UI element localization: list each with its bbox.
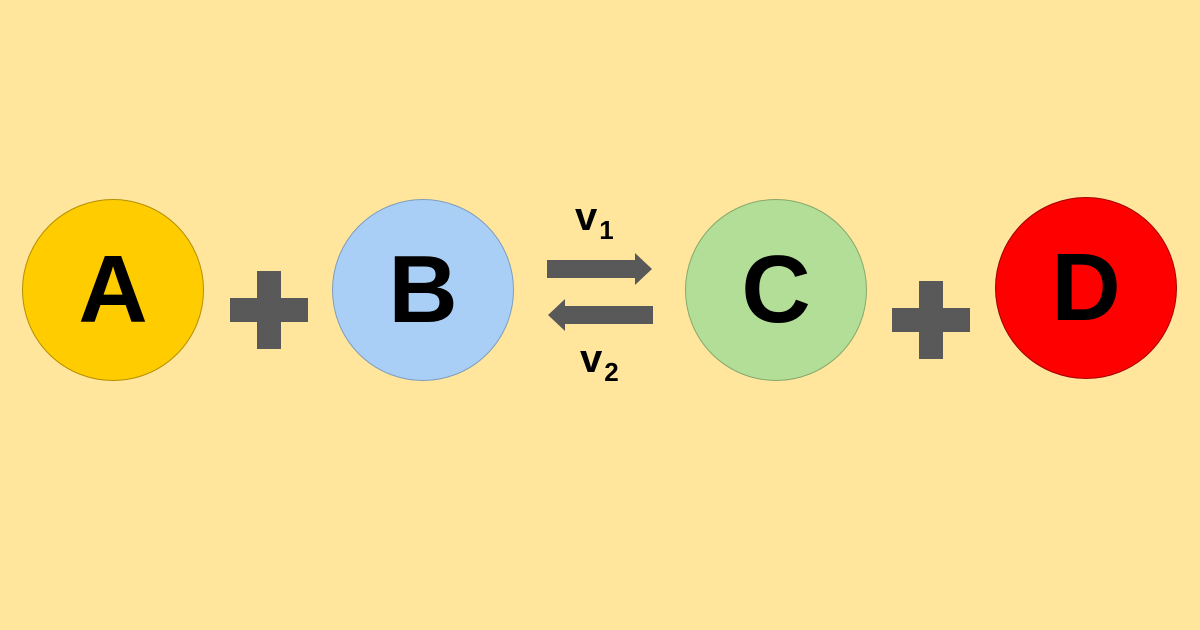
reverse-arrow [548, 299, 653, 331]
forward-rate-label: v1 [575, 195, 614, 246]
plus-icon [230, 271, 308, 349]
forward-arrow [547, 253, 652, 285]
plus-icon [892, 281, 970, 359]
equilibrium-arrows-icon [547, 253, 653, 331]
species-b-circle: B [332, 199, 514, 381]
species-a-circle: A [22, 199, 204, 381]
species-c-circle: C [685, 199, 867, 381]
species-d-circle: D [995, 197, 1177, 379]
reverse-rate-label: v2 [580, 337, 619, 388]
